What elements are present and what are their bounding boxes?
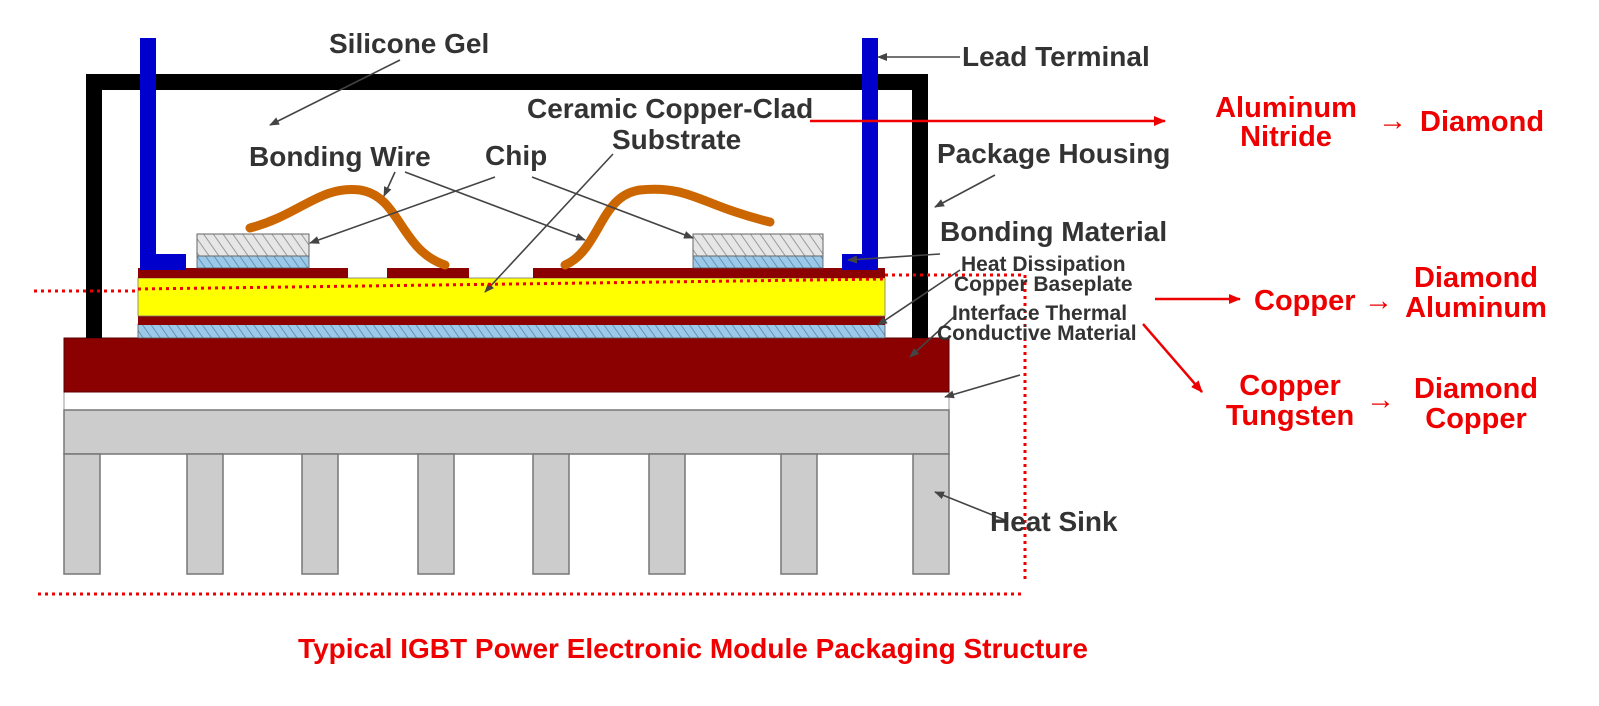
- copper-baseplate: [63, 337, 950, 393]
- figure-caption: Typical IGBT Power Electronic Module Pac…: [298, 633, 1088, 664]
- alt-copper-future-line2: Aluminum: [1405, 292, 1547, 324]
- dbc-bottom-copper: [138, 316, 885, 325]
- heat-sink-fin: [301, 453, 339, 575]
- heat-sink-fin: [532, 453, 570, 575]
- dbc-top-copper: [138, 268, 885, 278]
- alt-tungsten-current-line2: Tungsten: [1226, 400, 1354, 432]
- label-ceramic-substrate-line1: Ceramic Copper-Clad: [527, 93, 813, 124]
- lead-terminal-right: [842, 38, 878, 270]
- leader-lines: [269, 53, 1021, 521]
- label-baseplate-line2: Copper Baseplate: [954, 273, 1133, 296]
- alt-copper-current: Copper: [1254, 285, 1356, 317]
- label-heat-sink: Heat Sink: [990, 506, 1118, 537]
- heat-sink-fin: [648, 453, 686, 575]
- label-lead-terminal: Lead Terminal: [962, 41, 1150, 72]
- label-bonding-wire: Bonding Wire: [249, 141, 431, 172]
- alt-tungsten-future-line1: Diamond: [1414, 373, 1538, 405]
- bonding-wire-left: [245, 184, 450, 270]
- label-interface-line1: Interface Thermal: [952, 302, 1127, 325]
- alternative-substrate: Aluminum Nitride → Diamond: [1215, 92, 1544, 153]
- heat-sink-fin: [63, 453, 101, 575]
- alt-substrate-current-line1: Aluminum: [1215, 92, 1357, 124]
- heat-sink-fin: [186, 453, 224, 575]
- label-ceramic-substrate-line2: Substrate: [612, 124, 741, 155]
- label-interface-line2: Conductive Material: [937, 322, 1137, 345]
- alt-copper-future-line1: Diamond: [1414, 262, 1538, 294]
- alt-substrate-arrow: →: [1378, 105, 1407, 137]
- lead-terminal-left: [140, 38, 186, 270]
- alt-substrate-future: Diamond: [1420, 106, 1544, 138]
- heat-sink-fin: [780, 453, 818, 575]
- alt-tungsten-future-line2: Copper: [1425, 403, 1527, 435]
- chip-left: [196, 233, 310, 269]
- chip-right: [692, 233, 824, 269]
- alt-substrate-current-line2: Nitride: [1240, 121, 1332, 153]
- interface-thermal-material: [137, 323, 886, 339]
- label-baseplate-line1: Heat Dissipation: [961, 253, 1126, 276]
- heat-sink-fin: [417, 453, 455, 575]
- label-package-housing: Package Housing: [937, 138, 1170, 169]
- alt-copper-arrow: →: [1364, 285, 1393, 317]
- highlight-dotted-outline: [34, 273, 1027, 596]
- label-silicone-gel: Silicone Gel: [329, 28, 489, 59]
- alt-tungsten-current-line1: Copper: [1239, 370, 1341, 402]
- alt-tungsten-arrow: →: [1366, 384, 1395, 416]
- label-chip: Chip: [485, 140, 547, 171]
- alternative-baseplate-tungsten: Copper Tungsten → Diamond Copper: [1226, 370, 1538, 435]
- label-bonding-material: Bonding Material: [940, 216, 1167, 247]
- heat-sink: [63, 391, 950, 575]
- package-housing: [86, 74, 928, 338]
- heat-sink-fin: [912, 453, 950, 575]
- alternative-arrows: [810, 116, 1241, 393]
- alternative-baseplate-copper: Copper → Diamond Aluminum: [1254, 262, 1547, 324]
- bonding-wire-right: [560, 184, 775, 270]
